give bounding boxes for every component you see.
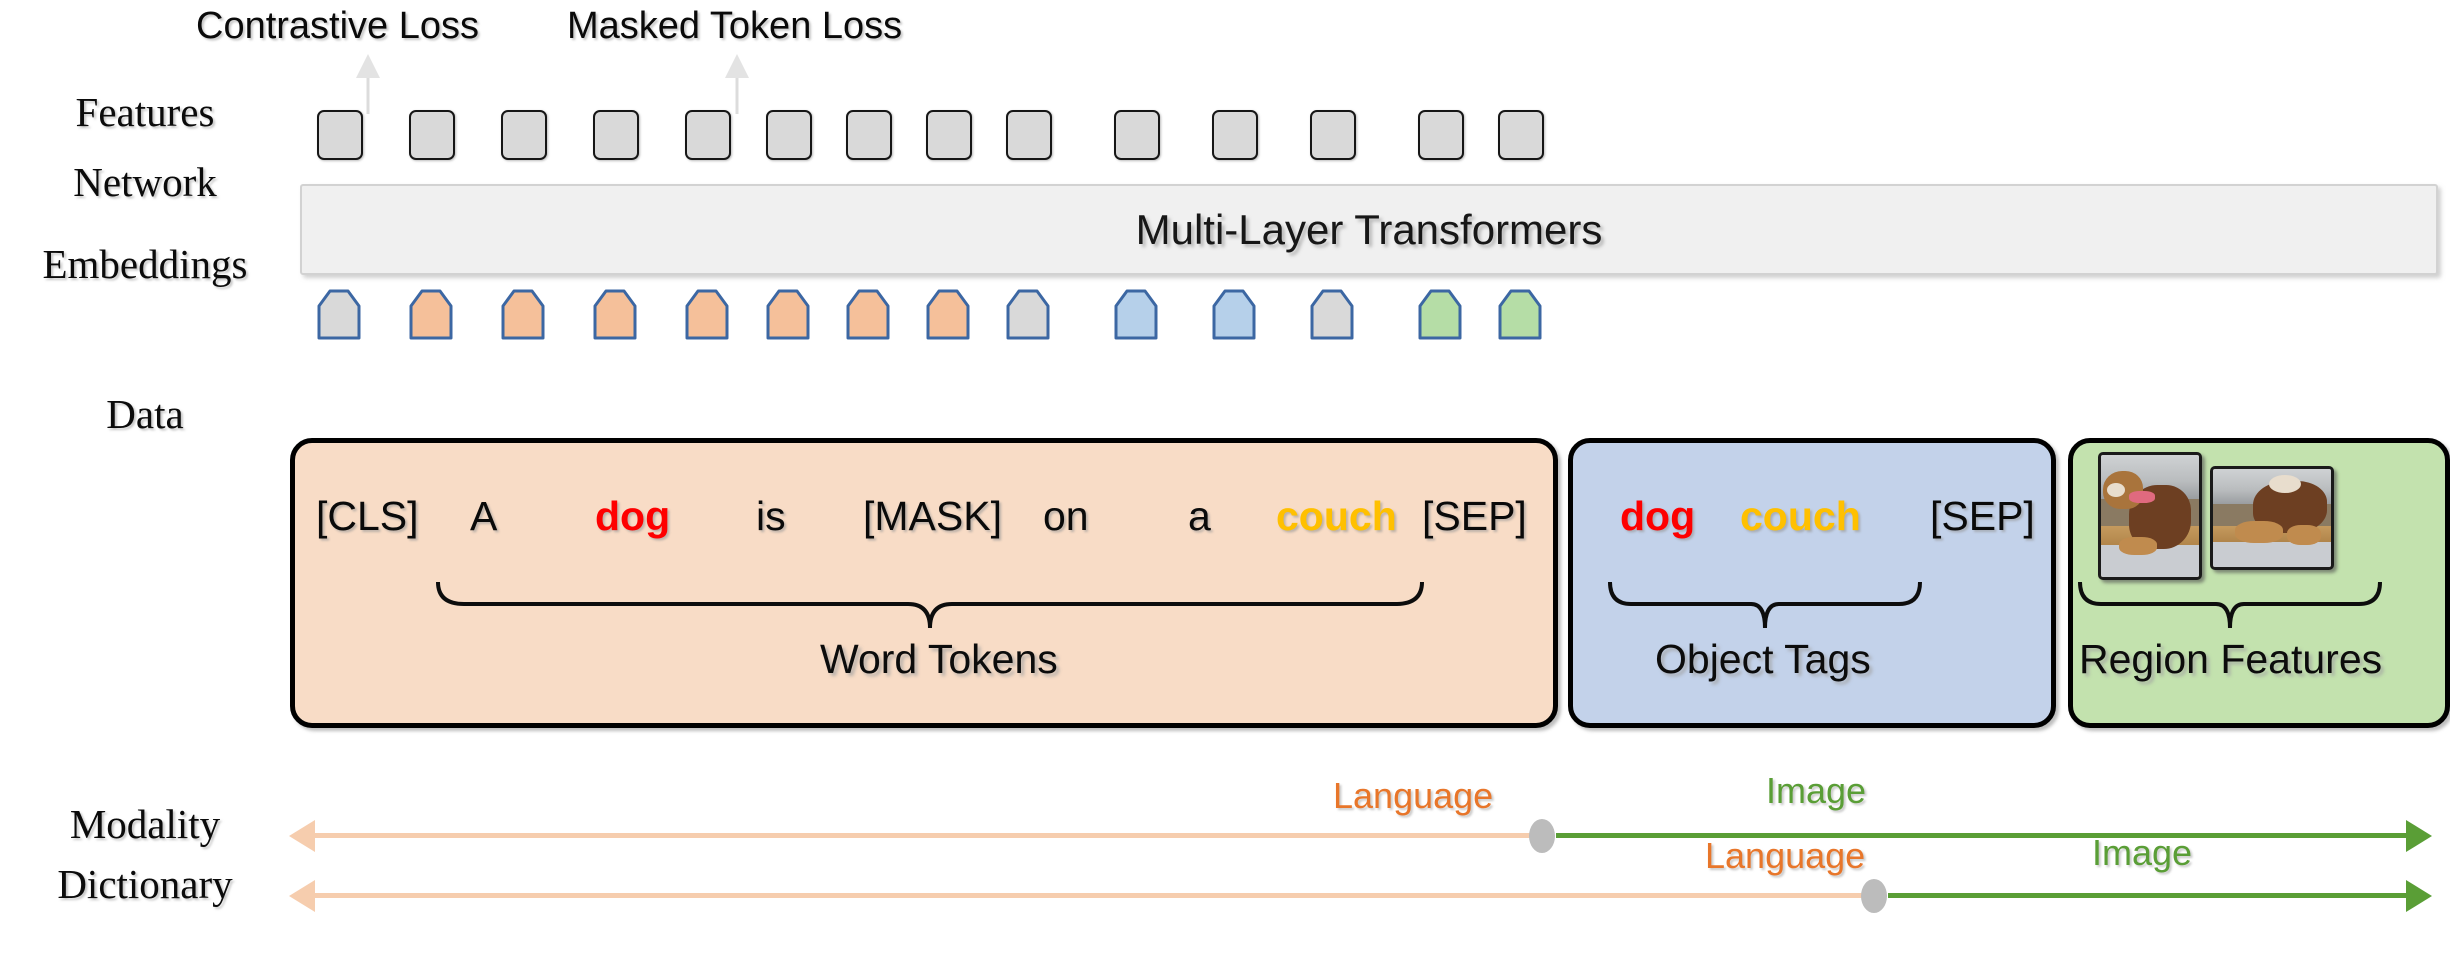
- region-features-brace-icon: [2075, 578, 2385, 637]
- feature-box: [846, 110, 892, 160]
- feature-box: [1006, 110, 1052, 160]
- masked-token-loss-label: Masked Token Loss: [567, 5, 903, 47]
- network-bar: Multi-Layer Transformers: [300, 184, 2438, 275]
- embedding-pentagon: [501, 288, 545, 340]
- row-label-data: Data: [106, 391, 184, 437]
- feature-box: [1212, 110, 1258, 160]
- feature-box: [766, 110, 812, 160]
- embedding-pentagon: [409, 288, 453, 340]
- embedding-pentagon: [1418, 288, 1462, 340]
- feature-box: [1498, 110, 1544, 160]
- embedding-pentagon: [766, 288, 810, 340]
- object-tags-box: [1568, 438, 2056, 728]
- modality-split-knob[interactable]: [1529, 819, 1555, 853]
- embedding-pentagon: [593, 288, 637, 340]
- object-tags-brace-icon: [1605, 578, 1925, 637]
- token-cls: [CLS]: [316, 493, 419, 539]
- token-dog: dog: [1620, 493, 1696, 539]
- feature-box: [926, 110, 972, 160]
- modality-right-arrow-icon: [2406, 820, 2432, 852]
- token-a: a: [1188, 493, 1211, 539]
- dictionary-image-line: [1888, 893, 2408, 898]
- token-couch: couch: [1276, 493, 1397, 539]
- token-mask: [MASK]: [863, 493, 1002, 539]
- embedding-pentagon: [1212, 288, 1256, 340]
- dictionary-right-arrow-icon: [2406, 880, 2432, 912]
- row-label-dictionary: Dictionary: [57, 861, 233, 907]
- word-tokens-box: [290, 438, 1558, 728]
- feature-box: [1310, 110, 1356, 160]
- token-is: is: [756, 493, 786, 539]
- modality-image-label: Image: [1766, 770, 1867, 811]
- dictionary-split-knob[interactable]: [1861, 879, 1887, 913]
- embedding-pentagon: [1006, 288, 1050, 340]
- row-label-modality: Modality: [69, 801, 221, 847]
- feature-box: [1114, 110, 1160, 160]
- feature-box: [685, 110, 731, 160]
- network-title: Multi-Layer Transformers: [1135, 205, 1603, 253]
- embedding-pentagon: [1310, 288, 1354, 340]
- modality-left-arrow-icon: [289, 820, 315, 852]
- token-sep: [SEP]: [1422, 493, 1527, 539]
- row-label-embeddings: Embeddings: [42, 241, 248, 287]
- contrastive-loss-label: Contrastive Loss: [196, 5, 480, 47]
- dog-region-thumbnail-2: [2210, 466, 2334, 570]
- embedding-pentagon: [1114, 288, 1158, 340]
- dictionary-language-label: Language: [1705, 835, 1866, 876]
- object-tags-label: Object Tags: [1655, 636, 1871, 682]
- embedding-pentagon: [1498, 288, 1542, 340]
- row-label-features: Features: [75, 89, 215, 135]
- dog-region-thumbnail-1: [2098, 452, 2202, 580]
- row-label-network: Network: [73, 159, 217, 205]
- dictionary-image-label: Image: [2092, 832, 2193, 873]
- feature-box: [317, 110, 363, 160]
- contrastive-loss-arrow-icon: [350, 52, 386, 119]
- dictionary-language-line: [313, 893, 1875, 898]
- region-features-label: Region Features: [2079, 636, 2383, 682]
- word-tokens-brace-icon: [430, 578, 1430, 637]
- modality-image-line: [1556, 833, 2408, 838]
- masked-token-loss-arrow-icon: [719, 52, 755, 119]
- modality-language-line: [313, 833, 1543, 838]
- feature-box: [1418, 110, 1464, 160]
- token-couch: couch: [1740, 493, 1861, 539]
- feature-box: [593, 110, 639, 160]
- token-dog: dog: [595, 493, 671, 539]
- embedding-pentagon: [685, 288, 729, 340]
- embedding-pentagon: [926, 288, 970, 340]
- token-a: A: [470, 493, 498, 539]
- embedding-pentagon: [846, 288, 890, 340]
- token-sep: [SEP]: [1930, 493, 2035, 539]
- token-on: on: [1043, 493, 1089, 539]
- word-tokens-label: Word Tokens: [820, 636, 1058, 682]
- feature-box: [501, 110, 547, 160]
- embedding-pentagon: [317, 288, 361, 340]
- feature-box: [409, 110, 455, 160]
- dictionary-left-arrow-icon: [289, 880, 315, 912]
- modality-language-label: Language: [1333, 775, 1494, 816]
